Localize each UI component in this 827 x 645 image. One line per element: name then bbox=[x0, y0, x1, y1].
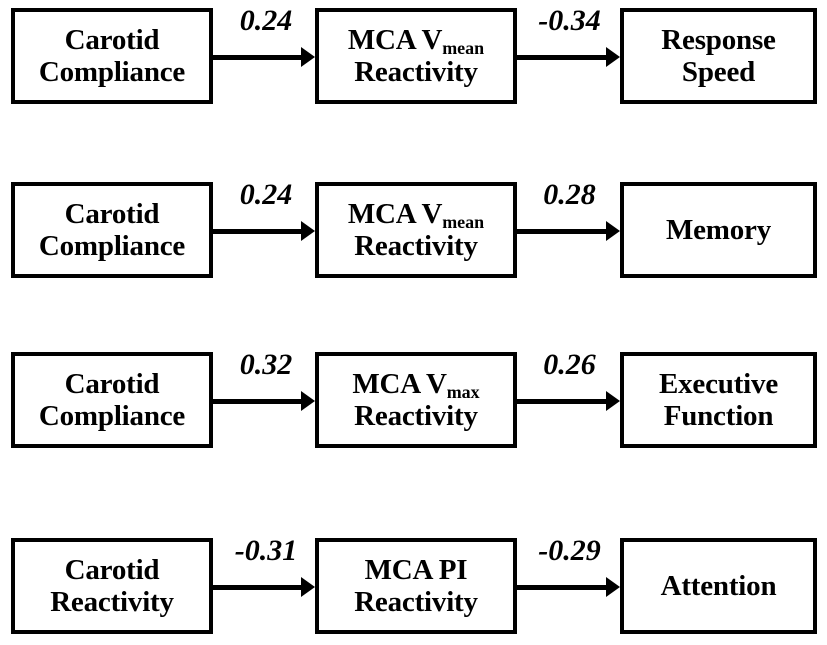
node-source-label-row-3: Carotid Compliance bbox=[38, 367, 186, 432]
node-source-row-4: Carotid Reactivity bbox=[11, 538, 213, 634]
arrow-head-b-row-1 bbox=[606, 47, 620, 67]
edge-source-to-mediator-row-4: -0.31 bbox=[213, 534, 315, 634]
node-outcome-row-1: Response Speed bbox=[620, 8, 817, 104]
node-mediator-row-4: MCA PI Reactivity bbox=[315, 538, 517, 634]
node-source-label-row-1: Carotid Compliance bbox=[38, 23, 186, 88]
edge-mediator-to-outcome-row-1: -0.34 bbox=[517, 4, 620, 104]
edge-label-a-row-1: 0.24 bbox=[239, 4, 293, 37]
node-source-row-2: Carotid Compliance bbox=[11, 182, 213, 278]
node-outcome-label-row-1: Response Speed bbox=[661, 23, 776, 88]
node-mediator-label-row-2: MCA Vmean Reactivity bbox=[347, 197, 485, 262]
arrow-head-a-row-1 bbox=[301, 47, 315, 67]
diagram-row-3: Carotid Compliance 0.32 MCA Vmax Reactiv… bbox=[0, 348, 827, 448]
edge-source-to-mediator-row-3: 0.32 bbox=[213, 348, 315, 448]
arrow-line-a-row-3 bbox=[213, 399, 303, 404]
node-source-label-row-2: Carotid Compliance bbox=[38, 197, 186, 262]
arrow-line-a-row-1 bbox=[213, 55, 303, 60]
node-outcome-row-2: Memory bbox=[620, 182, 817, 278]
diagram-row-1: Carotid Compliance 0.24 MCA Vmean Reacti… bbox=[0, 4, 827, 104]
edge-source-to-mediator-row-2: 0.24 bbox=[213, 178, 315, 278]
edge-mediator-to-outcome-row-4: -0.29 bbox=[517, 534, 620, 634]
arrow-head-b-row-4 bbox=[606, 577, 620, 597]
node-source-row-1: Carotid Compliance bbox=[11, 8, 213, 104]
node-mediator-label-row-4: MCA PI Reactivity bbox=[354, 553, 478, 618]
node-outcome-label-row-2: Memory bbox=[665, 213, 772, 246]
edge-label-a-row-3: 0.32 bbox=[239, 348, 293, 381]
node-mediator-label-row-3: MCA Vmax Reactivity bbox=[352, 367, 480, 432]
subscript-max-row-3: max bbox=[446, 381, 480, 402]
edge-mediator-to-outcome-row-3: 0.26 bbox=[517, 348, 620, 448]
arrow-line-b-row-3 bbox=[517, 399, 608, 404]
arrow-line-a-row-4 bbox=[213, 585, 303, 590]
edge-label-b-row-4: -0.29 bbox=[538, 534, 601, 567]
edge-label-a-row-4: -0.31 bbox=[234, 534, 298, 567]
diagram-row-2: Carotid Compliance 0.24 MCA Vmean Reacti… bbox=[0, 178, 827, 278]
diagram-row-4: Carotid Reactivity -0.31 MCA PI Reactivi… bbox=[0, 534, 827, 634]
edge-label-a-row-2: 0.24 bbox=[239, 178, 293, 211]
edge-label-b-row-1: -0.34 bbox=[538, 4, 601, 37]
arrow-line-a-row-2 bbox=[213, 229, 303, 234]
node-outcome-label-row-3: Executive Function bbox=[658, 367, 778, 432]
arrow-head-a-row-3 bbox=[301, 391, 315, 411]
node-mediator-row-2: MCA Vmean Reactivity bbox=[315, 182, 517, 278]
arrow-line-b-row-1 bbox=[517, 55, 608, 60]
node-source-row-3: Carotid Compliance bbox=[11, 352, 213, 448]
node-source-label-row-4: Carotid Reactivity bbox=[50, 553, 174, 618]
subscript-mean-row-2: mean bbox=[442, 211, 485, 232]
subscript-mean-row-1: mean bbox=[442, 37, 485, 58]
node-mediator-label-row-1: MCA Vmean Reactivity bbox=[347, 23, 485, 88]
edge-label-b-row-3: 0.26 bbox=[543, 348, 596, 381]
edge-source-to-mediator-row-1: 0.24 bbox=[213, 4, 315, 104]
arrow-head-b-row-2 bbox=[606, 221, 620, 241]
node-outcome-row-3: Executive Function bbox=[620, 352, 817, 448]
edge-label-b-row-2: 0.28 bbox=[543, 178, 596, 211]
node-outcome-row-4: Attention bbox=[620, 538, 817, 634]
arrow-head-a-row-2 bbox=[301, 221, 315, 241]
arrow-head-a-row-4 bbox=[301, 577, 315, 597]
node-outcome-label-row-4: Attention bbox=[660, 569, 777, 602]
node-mediator-row-3: MCA Vmax Reactivity bbox=[315, 352, 517, 448]
edge-mediator-to-outcome-row-2: 0.28 bbox=[517, 178, 620, 278]
arrow-line-b-row-2 bbox=[517, 229, 608, 234]
arrow-line-b-row-4 bbox=[517, 585, 608, 590]
arrow-head-b-row-3 bbox=[606, 391, 620, 411]
node-mediator-row-1: MCA Vmean Reactivity bbox=[315, 8, 517, 104]
